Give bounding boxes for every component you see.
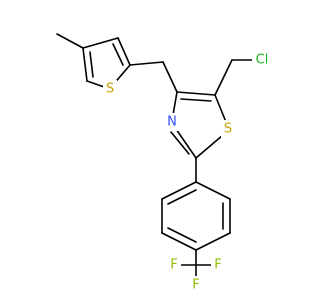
- bond-thiazole-n-c4: [172, 91, 178, 116]
- bond-thiazole-c5-s: [214, 94, 227, 123]
- bond-thiazole-c2-n-double: [170, 131, 190, 155]
- bond-thiophene-c3-c2-double: [112, 43, 124, 66]
- atom-sulfur-thiophene: S: [106, 82, 114, 97]
- molecule-structure-diagram: Cl S N S F F F: [56, 33, 272, 294]
- bond-methyl-thiophene: [56, 33, 84, 49]
- atom-labels: Cl S N S F F F: [103, 51, 272, 294]
- bond-thiophene-c3-c2: [117, 37, 131, 66]
- bond-phenyl-4-5-double: [167, 227, 197, 243]
- atom-fluorine-left: F: [170, 258, 177, 273]
- bond-phenyl-1-2: [195, 181, 231, 200]
- bond-thiophene-c4-c5: [82, 47, 88, 82]
- bond-thiophene-ch2: [129, 61, 164, 66]
- bond-thiazole-ch2cl: [214, 59, 233, 96]
- atom-sulfur-thiazole: S: [224, 122, 232, 137]
- bond-phenyl-4-5: [161, 232, 197, 251]
- atom-nitrogen-thiazole: N: [167, 115, 177, 130]
- atom-fluorine-bottom: F: [192, 278, 199, 293]
- bond-thiazole-s-c2: [195, 134, 224, 159]
- atom-chlorine: Cl: [256, 53, 269, 68]
- bond-ch2-thiazole: [162, 61, 178, 93]
- bond-phenyl-3-4: [195, 232, 231, 251]
- bond-phenyl-6-1-double: [167, 189, 197, 205]
- bonds: [56, 33, 256, 281]
- bond-thiazole-c2-n: [175, 128, 197, 159]
- bond-thiophene-c4-c3: [82, 37, 119, 49]
- atom-fluorine-right: F: [214, 258, 221, 273]
- bond-phenyl-6-1: [161, 181, 197, 200]
- bond-thiazole-c4-c5-double: [180, 98, 212, 102]
- bond-thiazole-c4-c5: [176, 91, 216, 96]
- bond-thiophene-c4-c5-double: [89, 51, 94, 78]
